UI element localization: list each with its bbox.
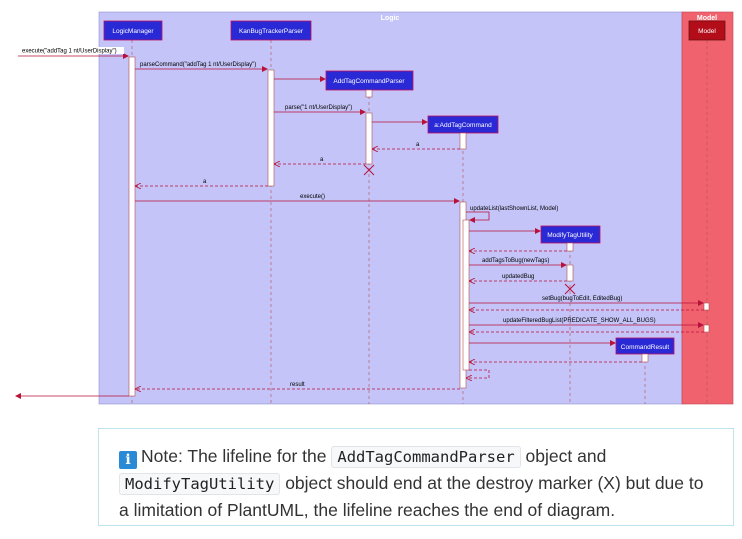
label-update-list: updateList(lastShownList, Model) <box>470 206 558 212</box>
label-execute-call: execute("addTag 1 nt/UserDisplay") <box>22 49 117 55</box>
activation-kanbug-parser <box>267 69 275 187</box>
activation-add-tag-parser-create <box>365 89 373 98</box>
activation-command-result <box>641 353 649 363</box>
participant-logic-manager <box>103 20 163 41</box>
label-updated-bug: updatedBug <box>502 274 534 280</box>
participant-model-label: Model <box>698 28 716 35</box>
activation-modify-tag-utility <box>566 264 574 282</box>
participant-kanbug-parser <box>230 20 312 41</box>
label-execute: execute() <box>300 194 325 200</box>
participant-command-result-label: CommandResult <box>621 344 670 351</box>
arrow-self-return <box>467 369 490 378</box>
messages <box>15 53 704 399</box>
label-parse-command: parseCommand("addTag 1 nt/UserDisplay") <box>140 62 256 68</box>
model-frame-title: Model <box>697 15 717 22</box>
participant-kanbug-parser-label: KanBugTrackerParser <box>239 28 304 35</box>
activation-modify-tag-utility-create <box>566 242 574 252</box>
activation-add-tag-command-nested <box>462 219 470 371</box>
activation-add-tag-parser <box>365 112 373 165</box>
model-frame <box>681 11 734 405</box>
destroy-marker-utility <box>564 283 576 295</box>
activation-model-2 <box>703 324 710 333</box>
sequence-diagram: Logic Model LogicManager KanBugTrackerPa… <box>15 11 734 405</box>
note-code-add-tag-parser: AddTagCommandParser <box>331 446 521 468</box>
destroy-markers <box>363 164 576 295</box>
label-set-bug: setBug(bugToEdit, EditedBug) <box>542 296 622 302</box>
participant-logic-manager-label: LogicManager <box>112 28 154 35</box>
activation-logic-manager <box>128 56 136 397</box>
activations <box>128 56 710 397</box>
info-icon: i <box>119 451 137 469</box>
label-result: result <box>290 382 305 388</box>
label-add-tags-to-bug: addTagsToBug(newTags) <box>482 258 549 264</box>
participant-modify-tag-utility-label: ModifyTagUtility <box>547 232 593 239</box>
label-return-a-1: a <box>416 142 420 148</box>
note-text-3: object should end at the destroy marker … <box>119 473 704 520</box>
activation-add-tag-command-create <box>459 132 467 150</box>
label-return-a-3: a <box>203 179 207 185</box>
note-text-2: object and <box>525 446 607 466</box>
note-text-1: Note: The lifeline for the <box>141 446 327 466</box>
participant-model <box>688 20 726 41</box>
participant-add-tag-parser-label: AddTagCommandParser <box>333 78 405 85</box>
destroy-marker-parser <box>363 164 375 176</box>
activation-model-1 <box>703 302 710 311</box>
label-return-a-2: a <box>320 157 324 163</box>
note-code-modify-tag-utility: ModifyTagUtility <box>119 473 281 495</box>
logic-frame-title: Logic <box>381 15 400 22</box>
label-update-filtered: updateFilteredBugList(PREDICATE_SHOW_ALL… <box>503 318 656 324</box>
label-parse: parse("1 nt/UserDisplay") <box>285 105 352 111</box>
arrow-update-list <box>466 211 490 223</box>
execute-call-label-bg <box>20 47 124 54</box>
participant-add-tag-command-label: a:AddTagCommand <box>434 122 492 129</box>
